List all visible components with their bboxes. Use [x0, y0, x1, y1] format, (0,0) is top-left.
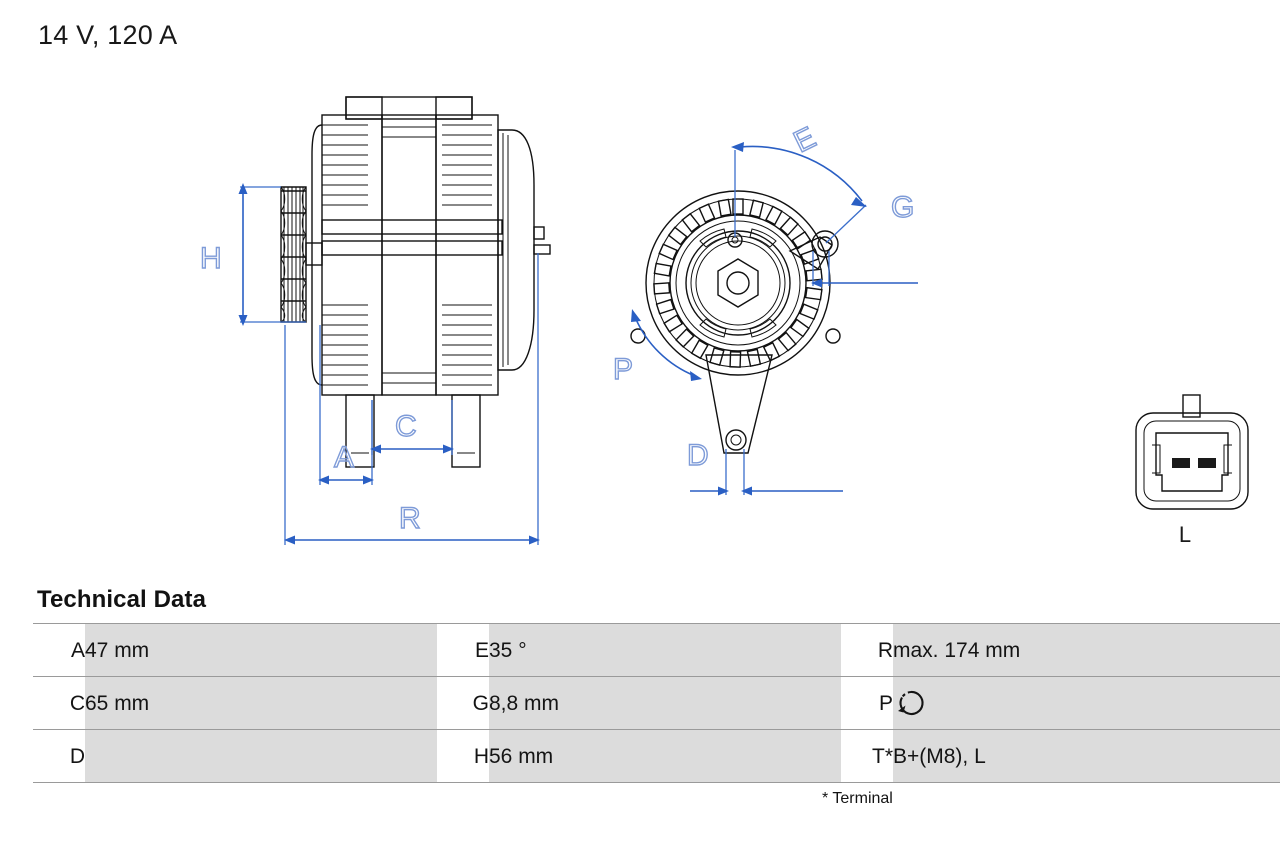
dimension-label-r: R	[399, 502, 421, 535]
table-cell-key: G	[437, 676, 489, 730]
dimension-h: H	[199, 183, 306, 326]
table-cell-gap	[415, 729, 437, 783]
table-cell-gap	[415, 676, 437, 730]
dimension-label-a: A	[334, 441, 354, 474]
page-title: 14 V, 120 A	[38, 20, 178, 50]
table-cell-value: 65 mm	[85, 676, 415, 730]
table-cell-key: D	[33, 729, 85, 783]
technical-data-section: Technical Data A 47 mm E 35 ° R max. 174…	[33, 586, 1280, 808]
table-cell-key: C	[33, 676, 85, 730]
dimension-p: P	[612, 309, 702, 387]
table-row: D H 56 mm T* B+(M8), L	[33, 729, 1280, 783]
table-cell-gap	[819, 729, 841, 783]
table-cell-key: P	[841, 676, 893, 730]
table-cell-gap	[819, 623, 841, 677]
technical-data-table: A 47 mm E 35 ° R max. 174 mm C 65 mm G 8…	[33, 623, 1280, 783]
dimension-label-h: H	[200, 242, 222, 275]
table-row: C 65 mm G 8,8 mm P	[33, 676, 1280, 730]
technical-data-heading: Technical Data	[37, 586, 207, 613]
alternator-front-view: E G P D	[612, 120, 918, 496]
table-cell-value	[85, 729, 415, 783]
pulley-group	[280, 186, 323, 323]
table-row: A 47 mm E 35 ° R max. 174 mm	[33, 623, 1280, 677]
table-cell-key: R	[841, 623, 893, 677]
rotation-ccw-icon	[893, 687, 927, 719]
table-cell-key: H	[437, 729, 489, 783]
table-cell-key: A	[33, 623, 85, 677]
table-cell-gap	[415, 623, 437, 677]
table-cell-value-rotation	[893, 676, 1280, 730]
table-cell-value: 8,8 mm	[489, 676, 819, 730]
table-cell-value: B+(M8), L	[893, 729, 1280, 783]
dimension-r: R	[284, 253, 540, 545]
dimension-c: C	[370, 400, 454, 455]
alternator-side-view: H A C R	[199, 96, 551, 545]
dimension-a: A	[318, 325, 374, 485]
table-cell-value: 47 mm	[85, 623, 415, 677]
dimension-d: D	[686, 438, 843, 496]
plug-connector-view: L	[1135, 394, 1249, 547]
table-footnote: * Terminal	[822, 790, 893, 807]
dimension-g: G	[811, 190, 918, 288]
table-cell-value: 35 °	[489, 623, 819, 677]
table-cell-value: 56 mm	[489, 729, 819, 783]
table-cell-value: max. 174 mm	[893, 623, 1280, 677]
table-cell-gap	[819, 676, 841, 730]
table-cell-key: T*	[841, 729, 893, 783]
technical-drawing-area: H A C R	[0, 55, 1280, 565]
alternator-housing	[311, 96, 551, 468]
connector-label-l: L	[1179, 522, 1191, 547]
dimension-label-g: G	[891, 191, 914, 224]
table-cell-key: E	[437, 623, 489, 677]
dimension-label-c: C	[395, 410, 417, 443]
dimension-label-p: P	[613, 353, 633, 386]
dimension-label-d: D	[687, 439, 709, 472]
